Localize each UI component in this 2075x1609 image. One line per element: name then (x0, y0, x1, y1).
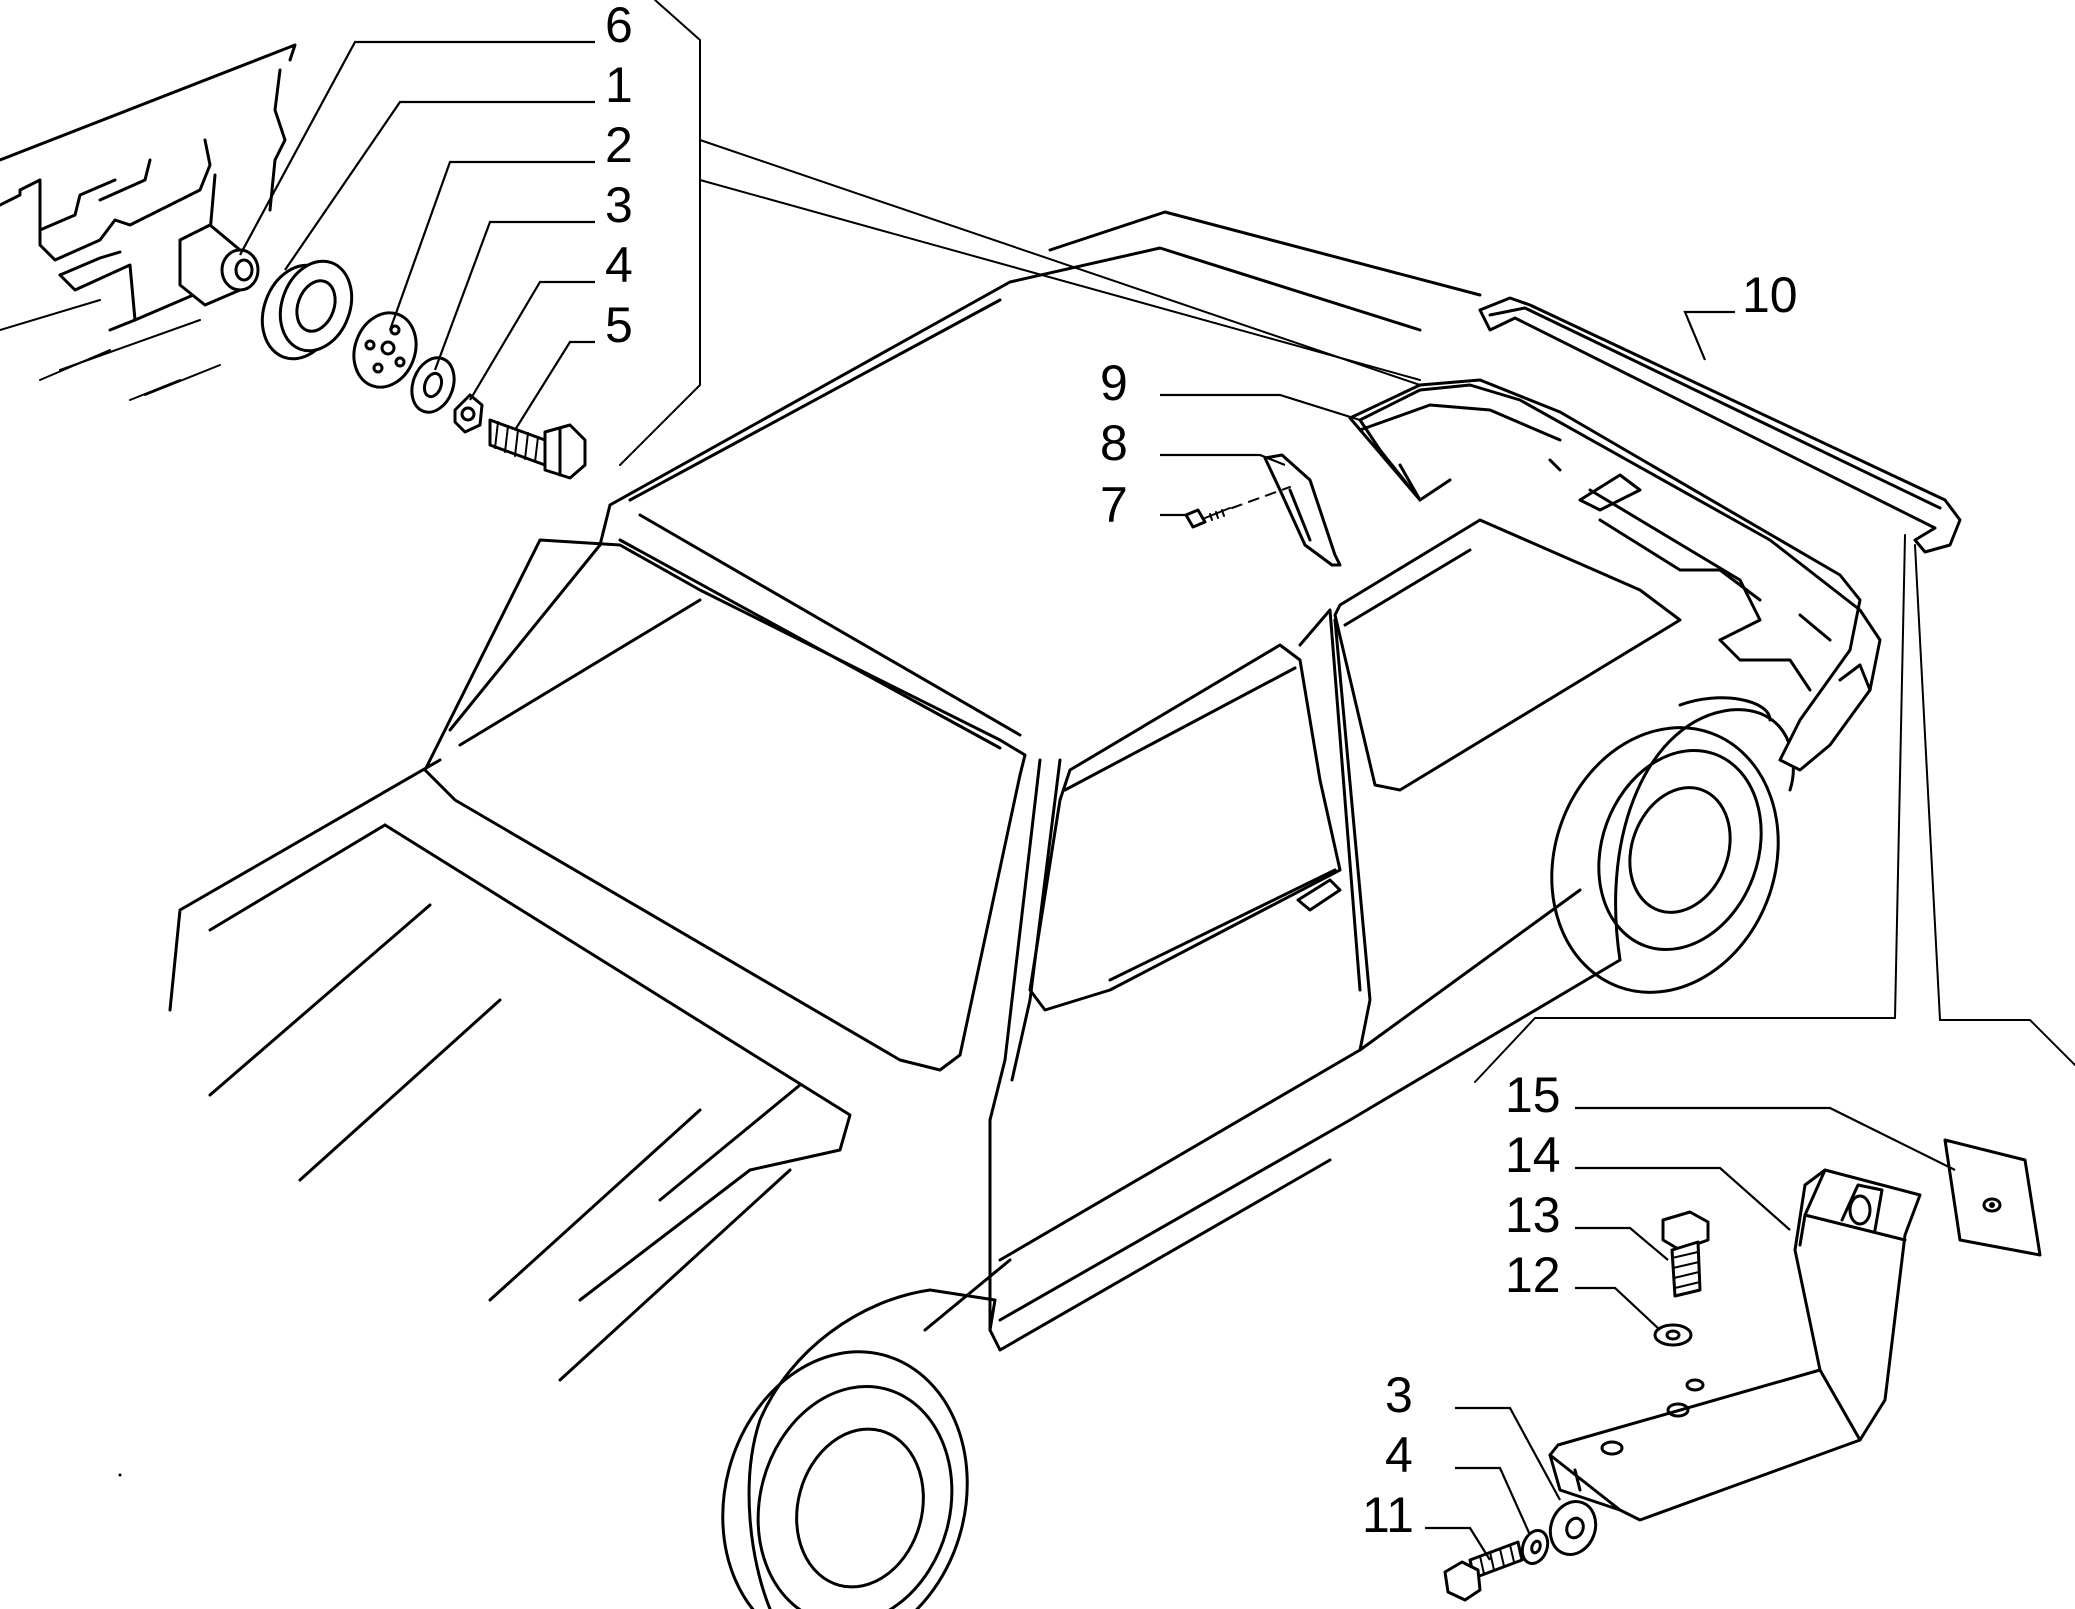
callout-11: 11 (1362, 1487, 1414, 1543)
callout-7: 7 (1100, 477, 1128, 533)
callout-14: 14 (1505, 1127, 1561, 1183)
inset-top-left-frame (619, 0, 1421, 466)
hex-bolt-bottom (1443, 1540, 1524, 1602)
callout-15: 15 (1505, 1067, 1561, 1123)
rubber-grommet (260, 259, 354, 361)
callout-13: 13 (1505, 1187, 1561, 1243)
callout-9: 9 (1100, 355, 1128, 411)
callout-5: 5 (605, 297, 633, 353)
callout-10: 10 (1742, 267, 1798, 323)
rear-spoiler (1478, 296, 1962, 554)
inset-bottom-right-frame (1474, 534, 2075, 1083)
spoiler-support-bracket (1548, 1168, 1922, 1522)
hex-bolt-top (488, 418, 587, 480)
callout-1: 1 (605, 57, 633, 113)
callout-3-bottom: 3 (1385, 1367, 1413, 1423)
callout-4-top: 4 (605, 237, 633, 293)
callout-4-bottom: 4 (1385, 1427, 1413, 1483)
spring-washer-top (453, 393, 484, 434)
tailgate-trim-assembly (1348, 378, 1882, 772)
callout-2: 2 (605, 117, 633, 173)
callout-12: 12 (1505, 1247, 1561, 1303)
hex-bolt-vertical (1661, 1210, 1710, 1298)
perforated-washer (352, 311, 418, 389)
clip-nut (178, 223, 260, 307)
screw-axis-line (1231, 486, 1291, 509)
callout-labels: 6 1 2 3 4 5 10 9 8 7 15 14 13 12 3 4 11 (605, 0, 1798, 1543)
flat-washer-top (410, 356, 456, 414)
spring-washer-bottom (1520, 1529, 1550, 1565)
cage-nut (1653, 1323, 1693, 1347)
flat-washer-bottom (1548, 1500, 1598, 1556)
mounting-plate (1943, 1138, 2042, 1257)
callout-8: 8 (1100, 415, 1128, 471)
callout-3-top: 3 (605, 177, 633, 233)
trim-bracket (1263, 453, 1342, 567)
speck (118, 1473, 122, 1477)
callout-6: 6 (605, 0, 633, 53)
body-panel-section (0, 43, 297, 401)
self-tapping-screw (1184, 507, 1231, 529)
leader-lines (239, 40, 1956, 1561)
